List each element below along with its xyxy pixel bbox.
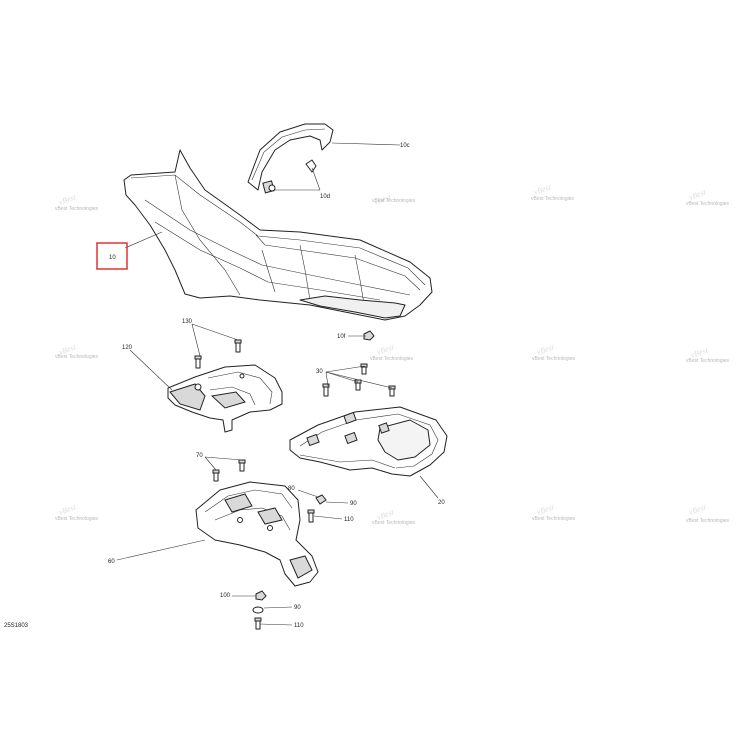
svg-text:vBest: vBest: [688, 187, 708, 202]
watermark-11: vBest vBest Technologies: [532, 502, 575, 522]
callout-120[interactable]: 120: [122, 345, 133, 351]
watermark-2: vBest vBest Technologies: [372, 192, 415, 207]
watermark-8: vBest vBest Technologies: [686, 345, 729, 364]
watermark-text: vBest Technologies: [370, 356, 413, 362]
watermark-3: vBest vBest Technologies: [531, 182, 574, 202]
watermark-5: vBest vBest Technologies: [55, 342, 98, 360]
highlight-box-10: [96, 242, 128, 270]
watermark-text: vBest Technologies: [55, 206, 98, 212]
watermark-text: vBest Technologies: [372, 520, 415, 526]
watermark-text: vBest Technologies: [686, 358, 729, 364]
rack-part-20[interactable]: [289, 406, 448, 477]
washer-part-90-lower[interactable]: [252, 606, 264, 614]
watermark-12: vBest vBest Technologies: [686, 502, 729, 524]
callout-20[interactable]: 20: [438, 500, 445, 506]
svg-text:vBest: vBest: [58, 502, 78, 517]
callout-30[interactable]: 30: [316, 369, 323, 375]
screw-part-110-lower[interactable]: [254, 617, 262, 630]
watermark-text: vBest Technologies: [531, 196, 574, 202]
clip-part-10d[interactable]: [268, 159, 317, 192]
callout-10f[interactable]: 10f: [337, 334, 346, 340]
reference-code: 25S1803: [4, 623, 29, 629]
callout-110-upper[interactable]: 110: [344, 517, 354, 523]
watermark-1: vBest vBest Technologies: [55, 192, 98, 212]
strap-part-10c[interactable]: [247, 123, 334, 194]
support-part-60[interactable]: [195, 481, 319, 587]
svg-text:vBest: vBest: [536, 342, 556, 357]
callout-70[interactable]: 70: [196, 453, 203, 459]
watermark-text: vBest Technologies: [372, 198, 415, 204]
callout-110-lower[interactable]: 110: [294, 623, 304, 629]
nut-part-10f[interactable]: [363, 330, 375, 341]
callout-90-upper[interactable]: 90: [350, 501, 357, 507]
callout-labels: 10 10c 10d 10f 130 120 30 20 70 80 90 11…: [108, 143, 445, 629]
callout-10c[interactable]: 10c: [400, 143, 410, 149]
watermark-text: vBest Technologies: [532, 356, 575, 362]
callout-130[interactable]: 130: [182, 319, 193, 325]
plug-part-80[interactable]: [315, 494, 327, 505]
callout-10d[interactable]: 10d: [320, 194, 330, 200]
watermark-text: vBest Technologies: [55, 516, 98, 522]
watermark-text: vBest Technologies: [55, 354, 98, 360]
screws-part-130[interactable]: [194, 339, 242, 369]
nut-part-100[interactable]: [255, 590, 267, 601]
screws-part-30[interactable]: [322, 363, 396, 397]
svg-text:vBest: vBest: [376, 342, 396, 357]
callout-60[interactable]: 60: [108, 559, 115, 565]
svg-text:vBest: vBest: [536, 502, 556, 517]
svg-text:vBest: vBest: [58, 192, 78, 207]
svg-text:vBest: vBest: [533, 182, 553, 197]
bracket-part-120[interactable]: [167, 364, 283, 433]
leader-lines: [116, 142, 439, 626]
watermark-4: vBest vBest Technologies: [686, 187, 729, 207]
watermark-text: vBest Technologies: [686, 518, 729, 524]
callout-100[interactable]: 100: [220, 593, 231, 599]
pin-part-110-upper[interactable]: [307, 509, 315, 523]
callout-10[interactable]: 10: [109, 255, 116, 261]
svg-text:vBest: vBest: [688, 502, 708, 517]
watermark-text: vBest Technologies: [686, 201, 729, 207]
callout-80[interactable]: 80: [288, 486, 295, 492]
screws-part-70[interactable]: [212, 459, 246, 482]
watermark-text: vBest Technologies: [532, 516, 575, 522]
watermark-6: vBest vBest Technologies: [370, 342, 413, 362]
callout-90-lower[interactable]: 90: [294, 605, 301, 611]
seat-part-10[interactable]: [123, 149, 433, 321]
watermark-10: vBest vBest Technologies: [372, 507, 415, 526]
watermark-7: vBest vBest Technologies: [532, 342, 575, 362]
watermark-9: vBest vBest Technologies: [55, 502, 98, 522]
